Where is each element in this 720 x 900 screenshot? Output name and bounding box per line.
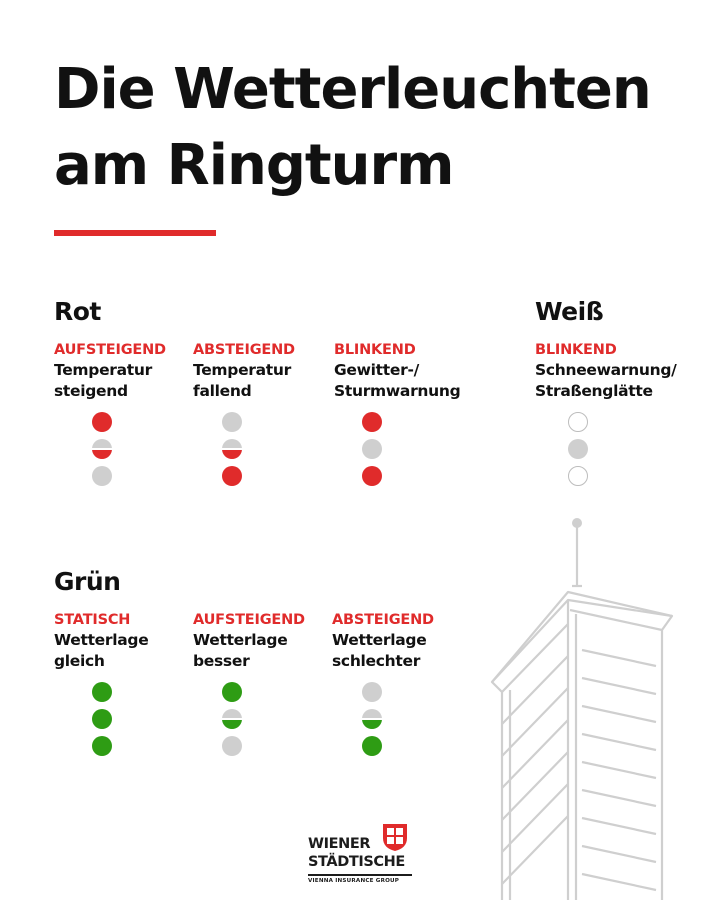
signal-lamp-on-green xyxy=(92,709,112,729)
signal-gruen-aufsteigend: AUFSTEIGEND Wetterlage besser xyxy=(193,610,353,672)
signal-lamp-half-red xyxy=(92,439,112,459)
signal-lamp-off xyxy=(568,439,588,459)
signal-lamp-on-green xyxy=(92,682,112,702)
signal-lamp-on-green xyxy=(362,736,382,756)
signal-mode: BLINKEND xyxy=(334,342,416,358)
signal-lamp-on-green xyxy=(222,682,242,702)
signal-description: Wetterlage gleich xyxy=(54,631,149,670)
signal-mode: STATISCH xyxy=(54,612,131,628)
logo-word-1: WIENER xyxy=(308,836,371,852)
group-heading-rot: Rot xyxy=(54,297,101,326)
signal-lamp-half-green xyxy=(222,709,242,729)
signal-lamp-off xyxy=(92,466,112,486)
signal-weiss-blinkend: BLINKEND Schneewarnung/ Straßenglätte xyxy=(535,340,715,402)
logo-word-2: STÄDTISCHE xyxy=(308,854,405,870)
signal-lamp-off xyxy=(362,682,382,702)
logo-divider xyxy=(308,874,412,876)
title-line-2: am Ringturm xyxy=(54,133,455,198)
title-underline xyxy=(54,230,216,236)
signal-lamp-half-red xyxy=(222,439,242,459)
signal-rot-aufsteigend: AUFSTEIGEND Temperatur steigend xyxy=(54,340,214,402)
signal-description: Temperatur fallend xyxy=(193,361,291,400)
signal-lamp-on-red xyxy=(222,466,242,486)
group-heading-gruen: Grün xyxy=(54,567,121,596)
signal-rot-blinkend: BLINKEND Gewitter-/ Sturmwarnung xyxy=(334,340,494,402)
signal-mode: ABSTEIGEND xyxy=(193,342,295,358)
signal-description: Temperatur steigend xyxy=(54,361,152,400)
signal-lamp-on-red xyxy=(92,412,112,432)
signal-lamp-half-green xyxy=(362,709,382,729)
signal-mode: AUFSTEIGEND xyxy=(54,342,166,358)
wiener-staedtische-logo: WIENER STÄDTISCHE VIENNA INSURANCE GROUP xyxy=(308,822,418,892)
signal-description: Wetterlage besser xyxy=(193,631,288,670)
signal-description: Gewitter-/ Sturmwarnung xyxy=(334,361,461,400)
logo-emblem-icon xyxy=(383,824,407,851)
signal-rot-absteigend: ABSTEIGEND Temperatur fallend xyxy=(193,340,353,402)
title-line-1: Die Wetterleuchten xyxy=(54,57,652,122)
signal-description: Schneewarnung/ Straßenglätte xyxy=(535,361,677,400)
signal-lamp-off xyxy=(222,412,242,432)
signal-lamp-white xyxy=(568,466,588,486)
logo-tagline: VIENNA INSURANCE GROUP xyxy=(308,878,400,884)
signal-gruen-absteigend: ABSTEIGEND Wetterlage schlechter xyxy=(332,610,492,672)
signal-gruen-statisch: STATISCH Wetterlage gleich xyxy=(54,610,214,672)
signal-mode: ABSTEIGEND xyxy=(332,612,434,628)
signal-lamp-on-red xyxy=(362,466,382,486)
signal-lamp-off xyxy=(222,736,242,756)
signal-mode: BLINKEND xyxy=(535,342,617,358)
ringturm-tower-illustration xyxy=(490,518,674,900)
signal-description: Wetterlage schlechter xyxy=(332,631,427,670)
group-heading-weiss: Weiß xyxy=(535,297,604,326)
signal-lamp-white xyxy=(568,412,588,432)
signal-mode: AUFSTEIGEND xyxy=(193,612,305,628)
signal-lamp-off xyxy=(362,439,382,459)
signal-lamp-on-green xyxy=(92,736,112,756)
signal-lamp-on-red xyxy=(362,412,382,432)
page-title: Die Wetterleuchten am Ringturm xyxy=(54,52,652,204)
